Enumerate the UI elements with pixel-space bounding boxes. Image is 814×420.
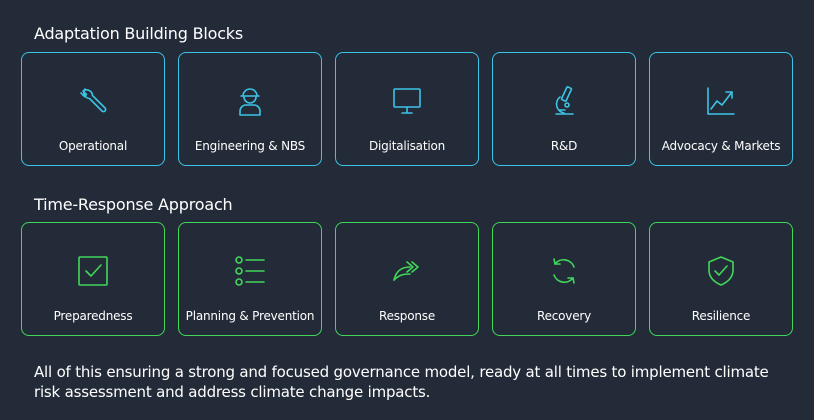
card-response: Response [335, 222, 479, 336]
card-label: Digitalisation [368, 139, 446, 153]
governance-statement: All of this ensuring a strong and focuse… [34, 363, 769, 401]
card-preparedness: Preparedness [21, 222, 165, 336]
card-label: Planning & Prevention [185, 309, 315, 323]
card-operational: Operational [21, 52, 165, 166]
card-advocacy-markets: Advocacy & Markets [649, 52, 793, 166]
card-label: Recovery [536, 309, 592, 323]
refresh-icon [547, 254, 581, 288]
card-label: Advocacy & Markets [661, 139, 781, 153]
checklist-icon [233, 254, 267, 288]
time-response-section-title: Time-Response Approach [34, 195, 233, 214]
card-engineering-nbs: Engineering & NBS [178, 52, 322, 166]
card-rd: R&D [492, 52, 636, 166]
time-response-cards-row: Preparedness Planning & Prevention Respo [21, 222, 793, 338]
card-label: Preparedness [53, 309, 133, 323]
trend-up-icon [704, 84, 738, 118]
double-arrow-icon [390, 254, 424, 288]
wrench-icon [76, 84, 110, 118]
adaptation-section-title: Adaptation Building Blocks [34, 24, 243, 43]
card-label: Operational [58, 139, 128, 153]
adaptation-cards-row: Operational Engineering & NBS Digitalisa… [21, 52, 793, 168]
card-recovery: Recovery [492, 222, 636, 336]
card-label: Resilience [691, 309, 751, 323]
shield-check-icon [704, 254, 738, 288]
card-digitalisation: Digitalisation [335, 52, 479, 166]
card-planning-prevention: Planning & Prevention [178, 222, 322, 336]
card-label: Response [378, 309, 436, 323]
card-label: Engineering & NBS [194, 139, 306, 153]
engineer-icon [233, 84, 267, 118]
card-label: R&D [550, 139, 578, 153]
card-resilience: Resilience [649, 222, 793, 336]
monitor-icon [390, 84, 424, 118]
checkbox-icon [76, 254, 110, 288]
microscope-icon [547, 84, 581, 118]
